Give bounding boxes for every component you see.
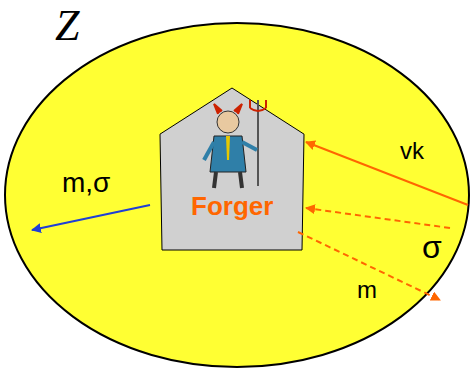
sigma-arrow bbox=[306, 208, 450, 228]
node-title: Forger bbox=[191, 192, 273, 221]
devil-figure bbox=[204, 100, 266, 188]
output-arrow bbox=[32, 205, 150, 230]
arrow-label: m bbox=[357, 277, 377, 303]
arrow-label: vk bbox=[400, 138, 424, 164]
m-arrow bbox=[298, 232, 440, 300]
vk-arrow bbox=[306, 142, 468, 205]
region-name: Z bbox=[55, 2, 79, 50]
arrow-label: m,σ bbox=[62, 168, 110, 199]
arrow-label: σ bbox=[422, 230, 442, 265]
